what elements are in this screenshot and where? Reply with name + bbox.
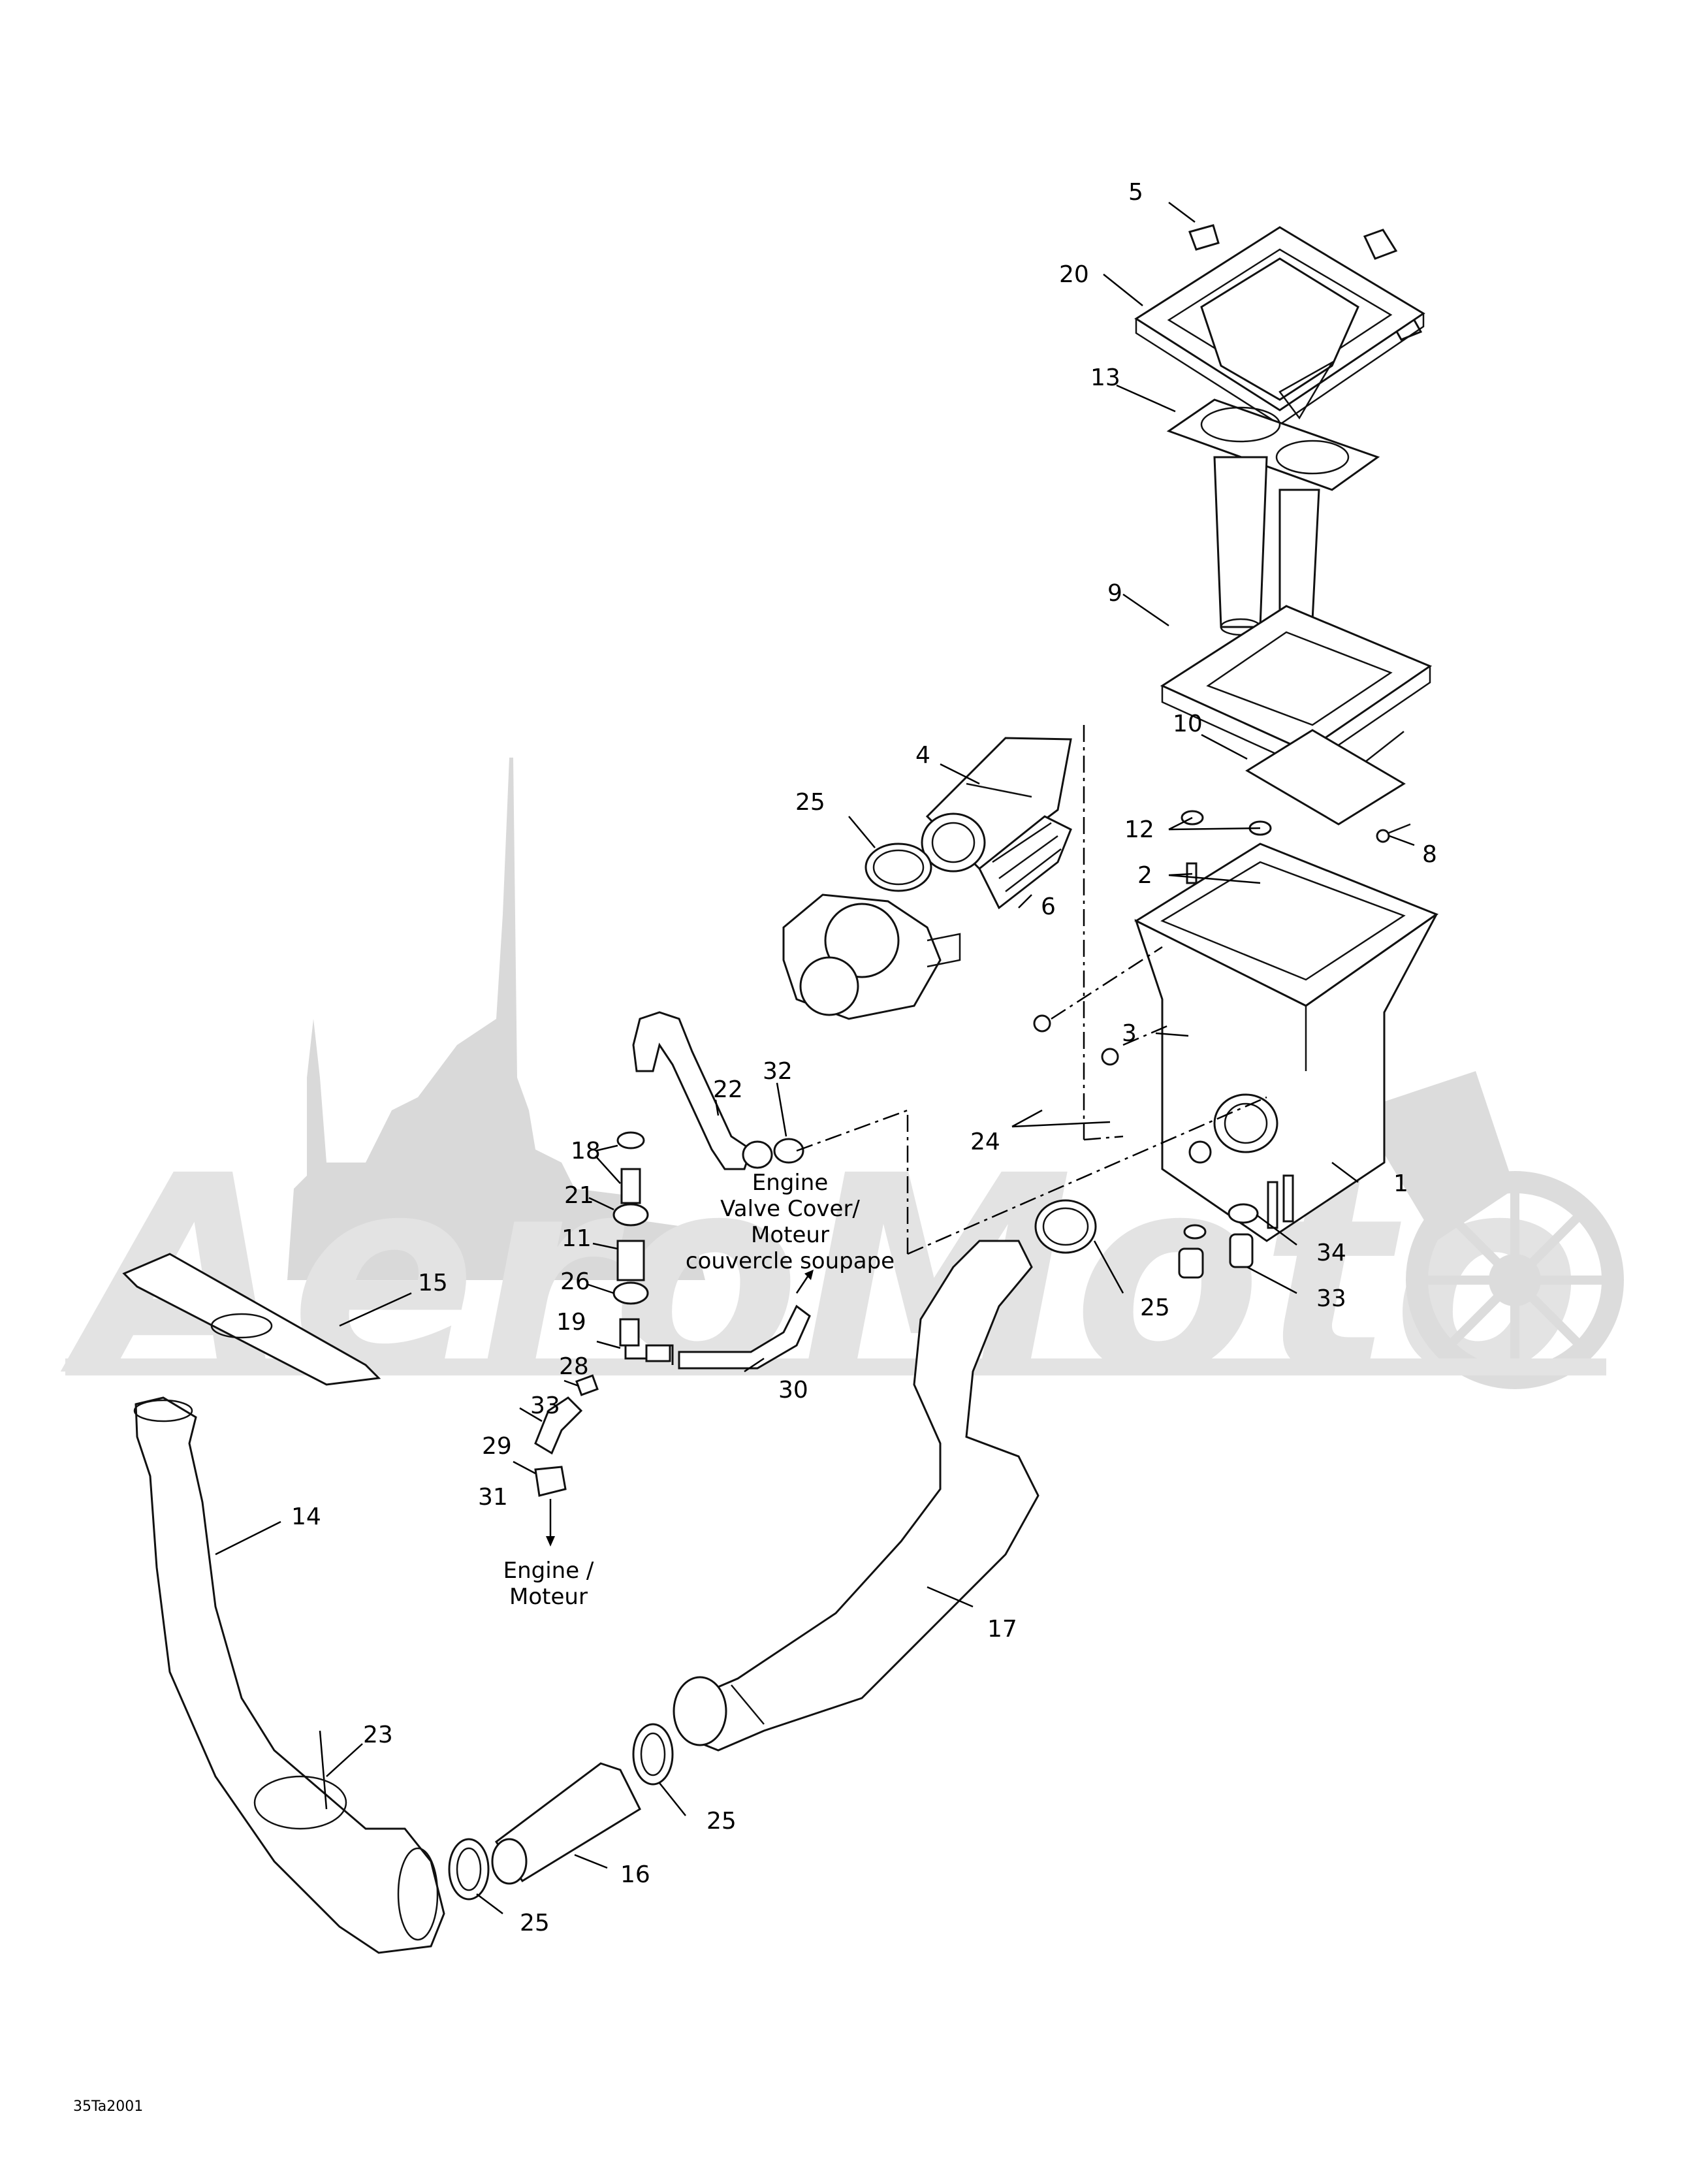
callout-30: 30 <box>778 1377 808 1404</box>
air-box-part-1 <box>1134 843 1439 1242</box>
callout-15: 15 <box>418 1270 448 1296</box>
callout-18: 18 <box>571 1138 601 1164</box>
callout-17: 17 <box>987 1616 1017 1643</box>
callout-22: 22 <box>713 1076 743 1103</box>
nut-part-12 <box>1181 810 1272 836</box>
callout-26: 26 <box>560 1268 590 1295</box>
callout-1: 1 <box>1393 1170 1408 1197</box>
clamp-part-32 <box>773 1138 804 1164</box>
note-engine-valve-cover: Engine Valve Cover/ Moteur couvercle sou… <box>686 1170 895 1274</box>
spire-watermark-icon <box>287 758 705 1280</box>
valve-part-21 <box>620 1168 641 1204</box>
hose-part-22 <box>632 1011 773 1170</box>
callout-25-bottom: 25 <box>520 1910 550 1936</box>
callout-8: 8 <box>1422 841 1437 868</box>
callout-19: 19 <box>556 1309 586 1336</box>
callout-13: 13 <box>1090 364 1120 391</box>
cover-part-15 <box>122 1253 381 1386</box>
clip-part-34 <box>1228 1203 1259 1224</box>
callout-3: 3 <box>1122 1020 1137 1047</box>
callout-25-top: 25 <box>795 789 825 816</box>
leader-lines <box>215 202 1415 1914</box>
carburetor-part <box>782 893 961 1020</box>
callout-2: 2 <box>1137 862 1152 889</box>
note-line: couvercle soupape <box>686 1248 895 1274</box>
callout-10: 10 <box>1173 711 1203 737</box>
tube-part-26 <box>616 1240 645 1281</box>
fitting-stack <box>612 1131 649 1305</box>
elbow-part-28 <box>619 1318 674 1365</box>
filter-pad-part-10 <box>1245 729 1406 826</box>
pin-part-8 <box>1376 823 1411 843</box>
intake-hose-part-17 <box>684 1240 1039 1752</box>
clamp-part-25-bottom <box>448 1838 490 1901</box>
callout-33-right: 33 <box>1316 1285 1346 1312</box>
assembly-lines <box>796 725 1267 1255</box>
note-line: Valve Cover/ <box>720 1196 860 1222</box>
note-engine: Engine / Moteur <box>503 1558 594 1610</box>
callout-28: 28 <box>559 1353 589 1380</box>
motorcycle-watermark-icon <box>1358 1071 1624 1389</box>
note-line: Moteur <box>751 1222 829 1248</box>
note-line: Engine <box>752 1170 829 1196</box>
callout-29: 29 <box>482 1433 512 1460</box>
clamp-part-25-top <box>865 843 932 892</box>
filter-lid-part-20 <box>1134 226 1425 426</box>
callout-21: 21 <box>564 1182 594 1209</box>
ring-part-18 <box>616 1131 645 1149</box>
duct-part-14 <box>133 1396 445 1954</box>
callout-9: 9 <box>1107 580 1122 607</box>
clamp-part-19 <box>612 1281 649 1305</box>
hose-end-17 <box>673 1676 727 1746</box>
callout-12: 12 <box>1124 816 1154 843</box>
adapter-part-4 <box>921 737 1072 873</box>
callout-34: 34 <box>1316 1240 1346 1266</box>
silencer-plate-part-13 <box>1166 398 1380 636</box>
clamp-part-25-mid <box>632 1723 674 1786</box>
callout-labels: 5 20 13 9 10 4 25 6 12 2 8 3 32 22 18 21… <box>291 179 1437 1936</box>
callout-5: 5 <box>1128 179 1143 206</box>
connector-part-33-right <box>1178 1224 1254 1279</box>
connector-part-33-left <box>575 1374 599 1396</box>
callout-20: 20 <box>1059 261 1089 288</box>
diagram-code: 35Ta2001 <box>73 2098 143 2115</box>
callout-4: 4 <box>915 742 930 769</box>
tube-part-16 <box>491 1762 641 1885</box>
callout-23: 23 <box>363 1722 393 1748</box>
callout-25-right: 25 <box>1140 1294 1170 1321</box>
callout-25-mid: 25 <box>706 1808 737 1835</box>
note-line: Engine / <box>503 1558 594 1584</box>
strap-part-23 <box>253 1730 347 1830</box>
clamp-part-25-right <box>1034 1199 1097 1254</box>
callout-6: 6 <box>1041 893 1056 920</box>
fitting-part-31 <box>534 1466 567 1547</box>
callout-24: 24 <box>970 1129 1000 1155</box>
callout-31: 31 <box>478 1484 508 1511</box>
note-line: Moteur <box>509 1584 588 1610</box>
callout-32: 32 <box>763 1058 793 1085</box>
hose-part-29 <box>534 1396 583 1455</box>
callout-11: 11 <box>562 1225 592 1252</box>
callout-33-left: 33 <box>530 1392 560 1419</box>
clamp-part-11 <box>612 1203 649 1227</box>
screw-part-24 <box>1033 1014 1119 1066</box>
bellows-part-6 <box>978 815 1072 910</box>
callout-14: 14 <box>291 1503 321 1530</box>
hose-part-30 <box>678 1270 814 1370</box>
callout-16: 16 <box>620 1861 650 1888</box>
